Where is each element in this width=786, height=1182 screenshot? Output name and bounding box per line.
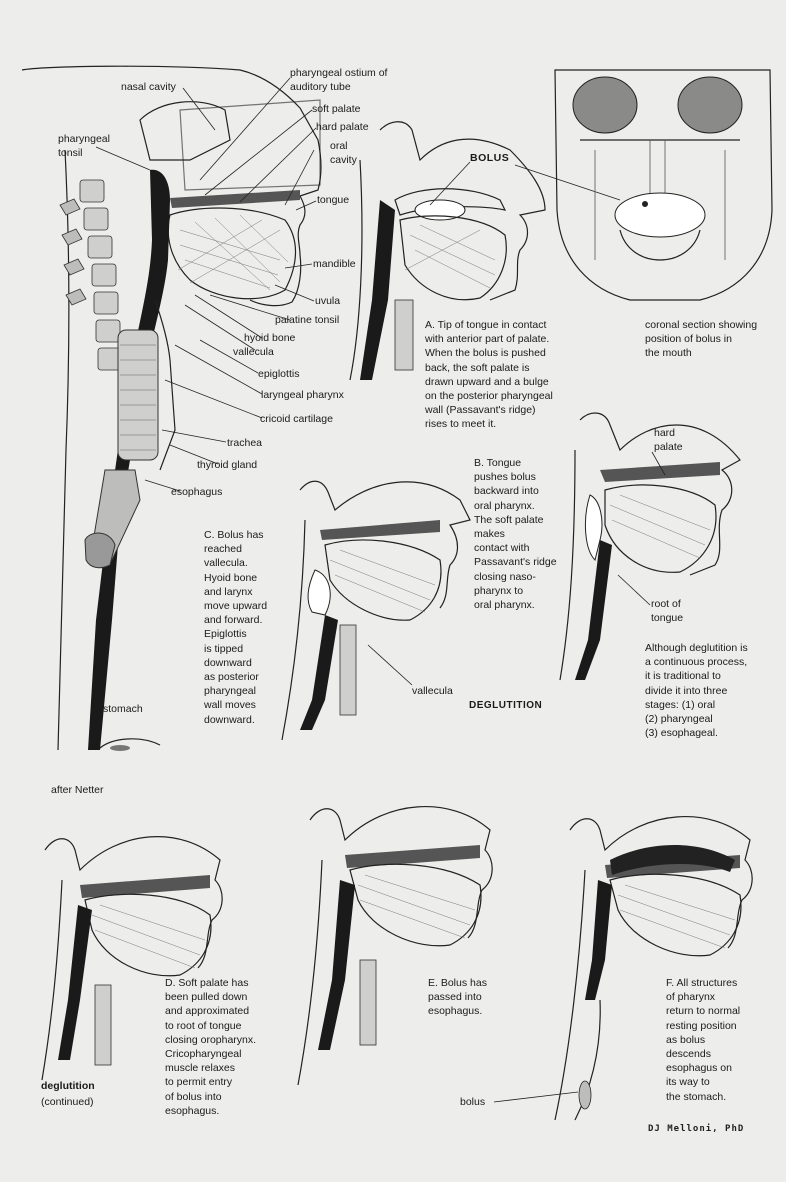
label-nasal-cavity: nasal cavity [121, 81, 176, 94]
stage-f-caption: F. All structures of pharynx return to n… [666, 976, 740, 1104]
deglutition-title: DEGLUTITION [469, 699, 542, 712]
continued-subtitle: (continued) [41, 1096, 94, 1109]
label-root-of-tongue: root of tongue [651, 597, 683, 625]
stages-note: Although deglutition is a continuous pro… [645, 641, 748, 740]
label-stomach: stomach [103, 703, 143, 716]
label-cricoid-cartilage: cricoid cartilage [260, 413, 333, 426]
artist-signature: DJ Melloni, PhD [648, 1124, 744, 1134]
label-laryngeal-pharynx: laryngeal pharynx [261, 389, 344, 402]
label-thyroid-gland: thyroid gland [197, 459, 257, 472]
stage-d-caption: D. Soft palate has been pulled down and … [165, 976, 256, 1118]
coronal-caption: coronal section showing position of bolu… [645, 318, 757, 361]
stage-a-caption: A. Tip of tongue in contact with anterio… [425, 318, 553, 432]
stage-b-illustration [560, 413, 740, 680]
main-sagittal-section [22, 66, 321, 751]
label-b-hard-palate: hard palate [654, 426, 683, 454]
label-trachea: trachea [227, 437, 262, 450]
label-f-bolus: bolus [460, 1096, 485, 1109]
label-vallecula: vallecula [233, 346, 274, 359]
continued-title: deglutition [41, 1080, 95, 1093]
label-hyoid-bone: hyoid bone [244, 332, 295, 345]
label-palatine-tonsil: palatine tonsil [275, 314, 339, 327]
label-pharyngeal-tonsil: pharyngeal tonsil [58, 132, 110, 160]
label-pharyngeal-ostium: pharyngeal ostium of auditory tube [290, 66, 387, 94]
label-hard-palate: hard palate [316, 121, 369, 134]
label-soft-palate: soft palate [312, 103, 360, 116]
label-uvula: uvula [315, 295, 340, 308]
label-c-vallecula: vallecula [412, 685, 453, 698]
label-tongue: tongue [317, 194, 349, 207]
label-oral-cavity: oral cavity [330, 139, 357, 167]
stage-c-caption: C. Bolus has reached vallecula. Hyoid bo… [204, 528, 267, 727]
stage-e-caption: E. Bolus has passed into esophagus. [428, 976, 487, 1019]
label-bolus: BOLUS [470, 152, 509, 165]
label-mandible: mandible [313, 258, 356, 271]
after-netter-credit: after Netter [51, 784, 104, 797]
stage-c-illustration [282, 481, 470, 740]
stage-b-caption: B. Tongue pushes bolus backward into ora… [474, 456, 557, 612]
coronal-section-illustration [555, 70, 772, 300]
label-epiglottis: epiglottis [258, 368, 299, 381]
stage-e-illustration [298, 807, 492, 1085]
label-esophagus: esophagus [171, 486, 222, 499]
